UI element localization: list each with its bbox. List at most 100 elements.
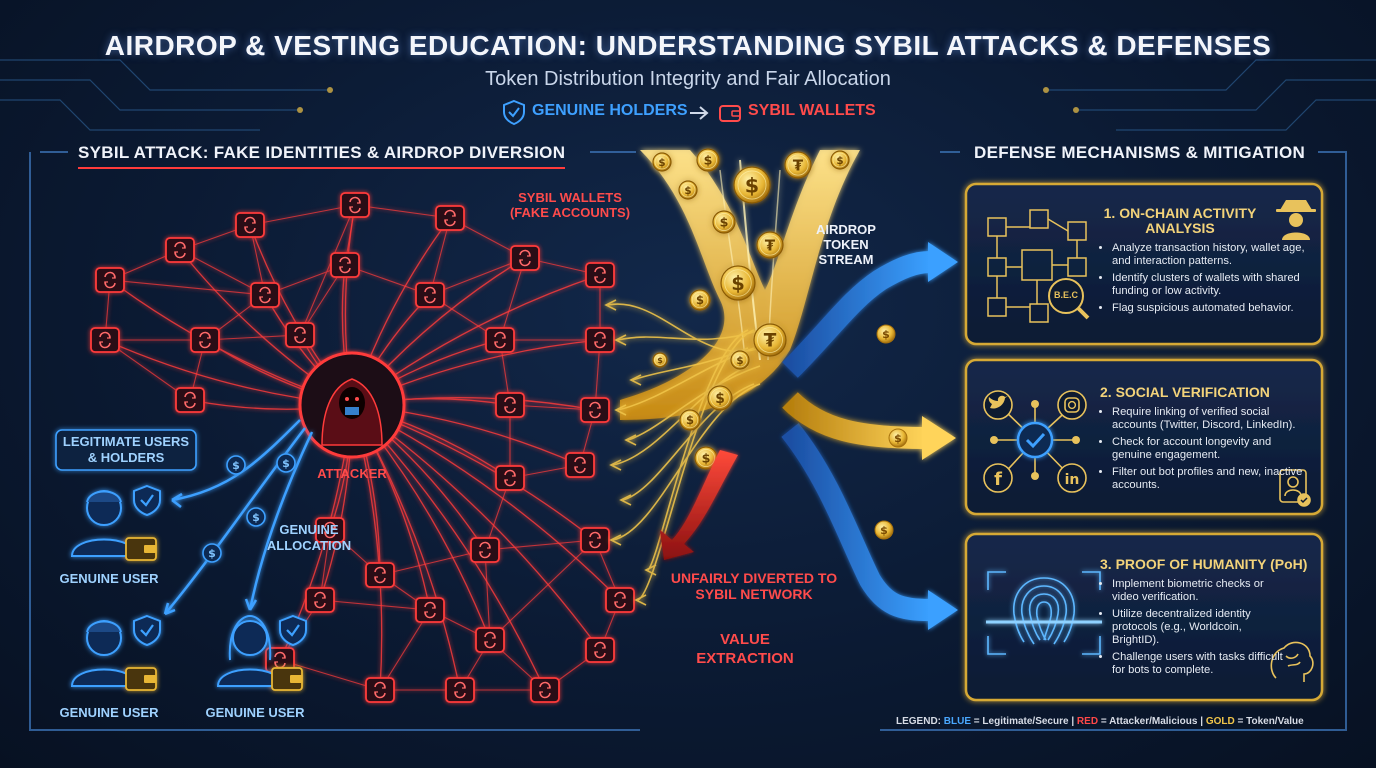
right-panel-frame (880, 151, 1347, 731)
coin-tether-icon: ₮ (753, 323, 787, 357)
card-bullet: Utilize decentralized identity protocols… (1112, 608, 1288, 647)
page-title: AIRDROP & VESTING EDUCATION: UNDERSTANDI… (104, 30, 1272, 61)
sybil-wallets-label: SYBIL WALLETS (FAKE ACCOUNTS) (509, 190, 631, 220)
fingerprint-icon (986, 571, 1102, 655)
network-link (319, 599, 431, 611)
brain-icon (1270, 641, 1314, 682)
diverted-label: UNFAIRLY DIVERTED TO SYBIL NETWORK (670, 570, 838, 602)
card-bullet: Check for account longevity and genuine … (1112, 436, 1312, 462)
network-link (109, 279, 266, 296)
svg-text:₮: ₮ (764, 331, 777, 352)
wallet-icon (719, 105, 741, 122)
legend-blue: BLUE (943, 716, 972, 727)
hooded-attacker-icon (298, 351, 406, 459)
network-link (429, 257, 526, 296)
sybil-wallet-icon (605, 587, 635, 613)
svg-text:₮: ₮ (765, 236, 776, 254)
legend-prefix: LEGEND: (896, 716, 941, 727)
token-strand-arrowhead (604, 299, 617, 311)
svg-text:$: $ (252, 511, 260, 524)
wallet-icon (125, 537, 157, 561)
shield-check-icon (279, 614, 307, 647)
airdrop-stream-label: AIRDROP TOKEN STREAM (816, 222, 876, 267)
network-link (484, 539, 596, 551)
token-strand-arrowhead (609, 459, 622, 471)
svg-text:$: $ (657, 356, 663, 365)
svg-text:$: $ (745, 174, 759, 198)
network-link (379, 549, 486, 576)
defense-card-poh: 3. PROOF OF HUMANITY (PoH) Implement bio… (1100, 556, 1314, 681)
wallet-icon (271, 667, 303, 691)
coin-dollar-icon: $ (652, 152, 672, 172)
sybil-wallet-icon (585, 327, 615, 353)
token-strand (622, 383, 755, 501)
token-strand-arrowhead (624, 434, 637, 446)
svg-text:$: $ (696, 293, 704, 307)
card-title: 2. SOCIAL VERIFICATION (1100, 384, 1270, 400)
network-link (489, 539, 596, 641)
user-icon (216, 614, 307, 691)
svg-text:in: in (1065, 472, 1080, 488)
coin-tether-icon: ₮ (784, 151, 812, 179)
sybil-wallet-icon (530, 677, 560, 703)
sybil-wallet-icon (565, 452, 595, 478)
sybil-wallet-nodes (90, 192, 635, 703)
sybil-wallet-icon (585, 637, 615, 663)
network-link (484, 549, 491, 641)
sybil-wallet-icon (580, 397, 610, 423)
svg-text:$: $ (736, 355, 743, 367)
svg-text:$: $ (836, 155, 843, 167)
card-bullet: Implement biometric checks or video veri… (1112, 578, 1288, 604)
page-subtitle: Token Distribution Integrity and Fair Al… (485, 68, 891, 90)
user-icon (70, 614, 161, 691)
token-strand-arrowhead (619, 494, 632, 506)
coin-dollar-icon: $ (712, 210, 736, 234)
token-strand-arrowhead (614, 334, 627, 346)
token-strand-arrowhead (634, 594, 647, 606)
coin-dollar-icon: $ (730, 350, 750, 370)
svg-text:$: $ (720, 215, 729, 230)
network-link (299, 204, 356, 336)
sybil-wallet-icon (470, 537, 500, 563)
sybil-wallet-icon (175, 387, 205, 413)
color-legend: LEGEND: BLUE = Legitimate/Secure | RED =… (896, 716, 1304, 727)
genuine-users-group (70, 484, 307, 691)
svg-text:$: $ (232, 459, 240, 472)
allocation-coins (202, 453, 296, 563)
defense-flow-arrows (781, 242, 958, 630)
small-dots (990, 400, 1080, 480)
instagram-icon (1057, 390, 1087, 420)
sybil-wallet-icon (340, 192, 370, 218)
network-link (249, 204, 356, 226)
legend-genuine-holders: GENUINE HOLDERS (532, 102, 688, 119)
network-link (379, 609, 431, 691)
coin-dollar-icon: $ (733, 166, 771, 204)
svg-text:$: $ (686, 413, 694, 427)
coin-dollar-icon: $ (830, 150, 850, 170)
svg-text:$: $ (684, 185, 691, 197)
twitter-icon (983, 390, 1013, 420)
shield-check-icon (133, 484, 161, 517)
id-card-icon (1279, 469, 1311, 507)
value-extraction-label: VALUE EXTRACTION (696, 631, 794, 667)
sybil-wallet-icon (235, 212, 265, 238)
legend-gold-desc: = Token/Value (1237, 716, 1304, 727)
svg-text:$: $ (282, 457, 290, 470)
shield-check-icon (503, 99, 525, 126)
svg-text:$: $ (704, 153, 713, 168)
sybil-wallet-icon (495, 465, 525, 491)
svg-text:$: $ (731, 272, 745, 295)
genuine-user-label-1: GENUINE USER (59, 571, 159, 586)
sybil-wallet-icon (95, 267, 125, 293)
sybil-wallet-icon (265, 647, 295, 673)
card-bullet: Identify clusters of wallets with shared… (1112, 272, 1312, 298)
user-icon (70, 484, 161, 561)
genuine-allocation-label: GENUINE ALLOCATION (266, 522, 352, 553)
left-panel-frame (29, 151, 640, 731)
legit-label-frame (55, 429, 197, 471)
left-panel-heading: SYBIL ATTACK: FAKE IDENTITIES & AIRDROP … (78, 143, 566, 169)
legitimate-users-label: LEGITIMATE USERS & HOLDERS (62, 434, 190, 465)
spy-icon (1276, 200, 1316, 240)
coin-dollar-icon: $ (707, 385, 733, 411)
legend-gold: GOLD (1205, 716, 1235, 727)
